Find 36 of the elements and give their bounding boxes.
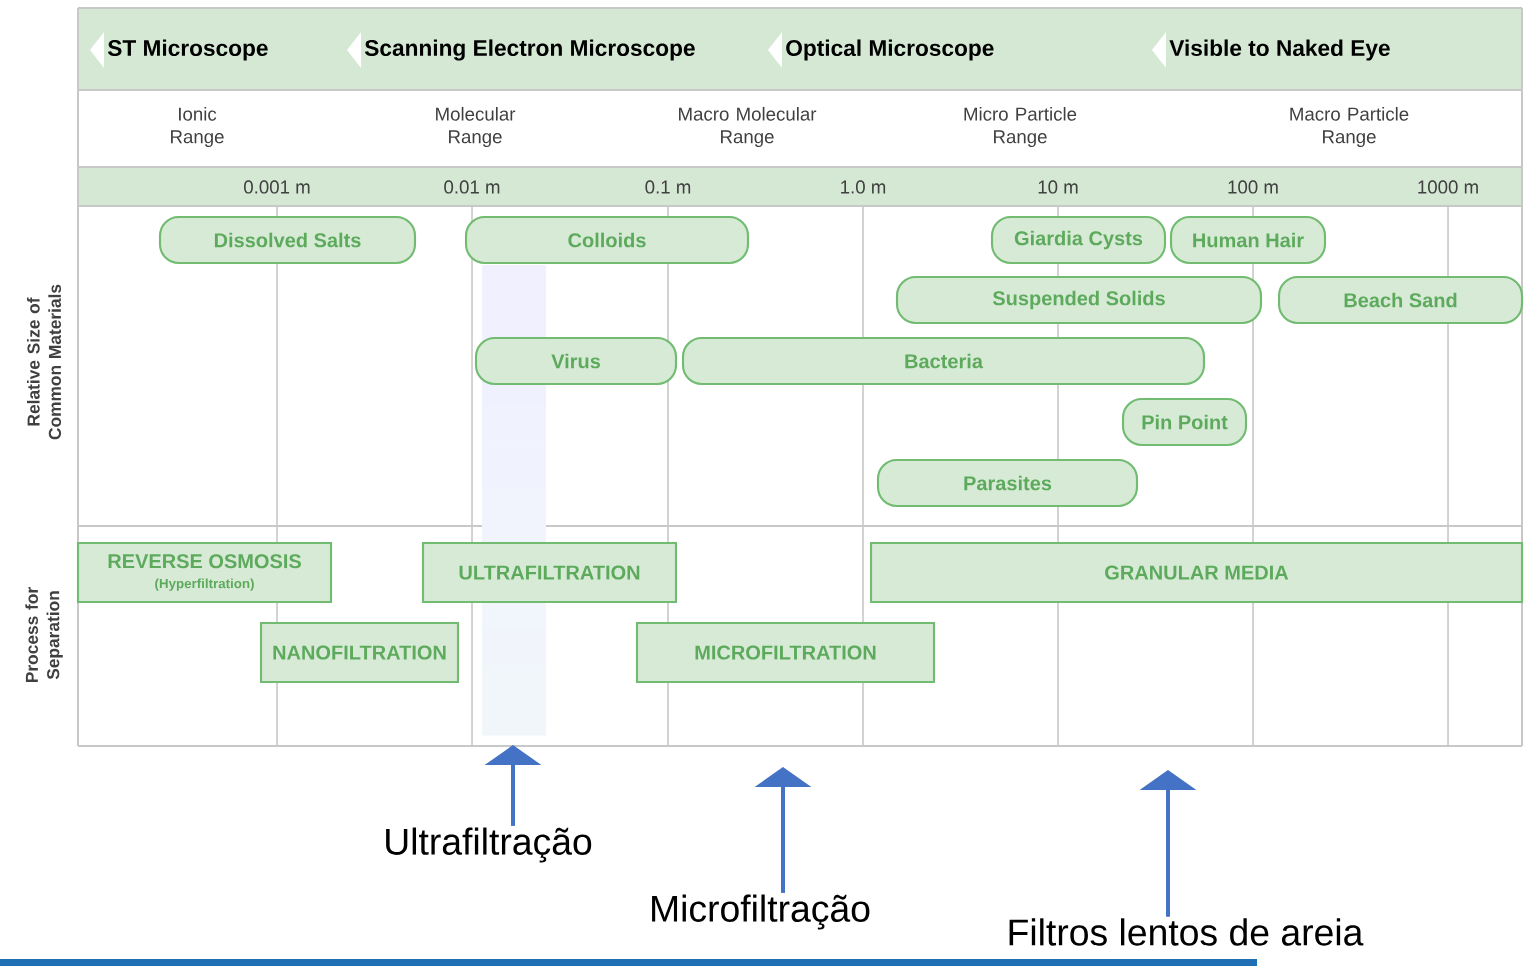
axis-label: Relative Size of Common Materials (26, 284, 62, 440)
material-pill: Parasites (876, 458, 1139, 508)
caption-text: Filtros lentos de areia (1009, 918, 1364, 946)
microscope-label: ST Microscope (107, 39, 268, 61)
scale-label: 10 m (1038, 180, 1078, 194)
axis-label: Process for Separation (25, 587, 63, 682)
scale-label: 0.1 m (645, 180, 691, 194)
process-box: MICROFILTRATION (635, 621, 936, 684)
material-pill: Giardia Cysts (990, 215, 1167, 265)
scale-label: 0.01 m (444, 180, 500, 194)
microscope-label: Scanning Electron Microscope (364, 39, 695, 61)
material-pill: Suspended Solids (895, 275, 1263, 325)
caption-text: Microfiltração (652, 894, 870, 930)
scale-label: 1000 m (1418, 180, 1478, 194)
range-label: Molecular Range (436, 106, 516, 147)
material-pill: Pin Point (1121, 397, 1248, 447)
microscope-label: Optical Microscope (786, 39, 994, 61)
process-box: GRANULAR MEDIA (869, 541, 1524, 604)
scale-label: 0.001 m (244, 180, 310, 194)
material-pill: Bacteria (681, 336, 1206, 386)
process-box: REVERSE OSMOSIS (Hyperfiltration) (76, 541, 333, 604)
scale-label: 100 m (1228, 180, 1278, 194)
material-pill: Colloids (464, 215, 750, 265)
caption-text: Ultrafiltração (386, 827, 592, 863)
material-pill: Beach Sand (1277, 275, 1524, 325)
material-pill: Virus (474, 336, 678, 386)
material-pill: Dissolved Salts (158, 215, 417, 265)
scale-label: 1.0 m (841, 180, 886, 194)
process-box: NANOFILTRATION (259, 621, 460, 684)
range-label: Macro Particle Range (1290, 106, 1409, 147)
material-pill: Human Hair (1169, 215, 1327, 265)
range-label: Ionic Range (171, 106, 224, 147)
microscope-label: Visible to Naked Eye (1169, 39, 1390, 61)
range-label: Micro Particle Range (964, 106, 1077, 147)
process-box: ULTRAFILTRATION (421, 541, 678, 604)
range-label: Macro Molecular Range (679, 106, 817, 147)
